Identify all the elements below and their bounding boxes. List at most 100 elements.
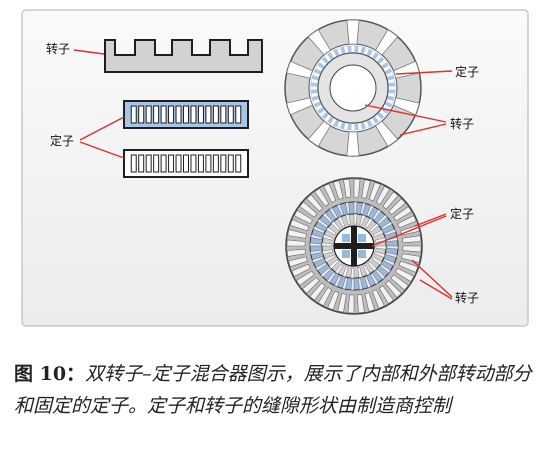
hub-window <box>342 234 350 242</box>
rotor-slot <box>307 29 331 56</box>
stator-slot <box>183 154 189 173</box>
stator-ring-slot <box>369 118 376 126</box>
stator-ring-slot <box>351 123 355 130</box>
rotor-slot <box>392 97 420 116</box>
stator-ring-slot <box>357 46 362 53</box>
stator-ring-slot <box>379 110 387 117</box>
rotor-tooth <box>378 285 394 304</box>
stator-leader-left-top <box>79 116 125 141</box>
stator-slot <box>350 278 355 291</box>
stator-ring-slot <box>311 92 318 97</box>
rotor-tooth <box>347 294 355 314</box>
rotor-tooth <box>343 178 352 198</box>
stator-leader-right-bottom-b <box>371 215 447 247</box>
rotor-tooth <box>364 292 376 312</box>
rotor-tooth <box>288 256 308 268</box>
stator-slot <box>364 276 372 289</box>
stator-slot <box>371 209 382 221</box>
rotor-slot <box>346 19 360 45</box>
rotor-tooth <box>393 206 412 222</box>
inner-rotor-tooth <box>357 266 363 278</box>
inner-rotor-tooth <box>325 226 337 236</box>
inner-rotor-tooth <box>374 251 386 258</box>
rotor-tooth <box>375 185 391 205</box>
stator-ring-slot <box>363 121 369 129</box>
rotor-tooth <box>306 194 324 212</box>
stator-slot <box>168 105 175 124</box>
rotor-tooth <box>287 229 307 239</box>
rotor-leader-right-top-b <box>399 123 447 136</box>
stator-ring-slot <box>337 121 343 129</box>
rotor-slot <box>346 131 360 157</box>
rotor-leader-right-bottom-a <box>411 259 453 298</box>
stator-ring-slot <box>330 118 337 126</box>
stator-slot <box>175 154 182 173</box>
stator-slot <box>138 154 145 173</box>
inner-rotor-tooth <box>334 263 344 275</box>
rotor-tooth <box>390 274 409 291</box>
inner-rotor-tooth <box>374 237 386 243</box>
stator-slot <box>310 234 323 240</box>
rotor-tooth <box>353 178 361 198</box>
stator-ring-slot <box>330 50 337 58</box>
stator-ring-slot <box>375 54 382 62</box>
stator-slot <box>311 256 324 264</box>
rotor-tooth <box>299 201 318 218</box>
stator-slot <box>212 154 219 173</box>
stator-slot <box>175 105 182 124</box>
stator-ring-slot <box>383 104 391 111</box>
stator-ring-slot <box>357 123 362 130</box>
rotor-slot <box>286 60 314 79</box>
rotor-tooth <box>291 263 311 277</box>
stator-slot <box>227 154 234 173</box>
stator-slot <box>329 207 338 219</box>
stator-slot <box>370 273 379 285</box>
stator-slot <box>160 154 167 173</box>
inner-rotor-tooth <box>364 217 374 229</box>
rotor-tooth <box>382 191 399 210</box>
rotor-tooth <box>395 267 415 283</box>
stator-slot <box>353 201 358 214</box>
stator-ring-slot <box>324 114 331 122</box>
stator-ring-slot <box>337 47 343 55</box>
stator-slot <box>317 218 329 229</box>
stator-slot <box>145 105 152 124</box>
stator-leader-left-bottom <box>79 141 125 159</box>
rotor-tooth <box>401 253 421 263</box>
hub-window <box>342 250 350 258</box>
stator-ring-slot <box>312 72 320 78</box>
inner-rotor-tooth <box>367 261 377 272</box>
stator-slot <box>375 268 386 280</box>
stator-slot <box>220 105 227 124</box>
stator-ring-slot <box>369 50 376 58</box>
stator-slot <box>315 262 327 271</box>
stator-ring-slot <box>351 46 355 53</box>
rotor-tooth <box>388 198 406 216</box>
rotor-tooth <box>317 287 333 307</box>
inner-rotor-tooth <box>353 213 358 225</box>
rotor-tooth <box>332 180 344 200</box>
rotor-tooth <box>289 219 310 232</box>
rotor-tooth <box>309 282 326 301</box>
stator-slot <box>227 105 234 124</box>
stator-slot <box>379 263 391 274</box>
stator-slot <box>130 105 137 124</box>
hub-window <box>358 250 366 258</box>
stator-slot <box>360 202 366 215</box>
stator-slot <box>381 221 393 230</box>
rotor-tooth <box>337 293 347 313</box>
diagram-panel <box>21 9 529 327</box>
rotor-label-right-bottom: 转子 <box>455 290 479 305</box>
stator-slot <box>183 105 189 124</box>
stator-slot <box>309 242 322 247</box>
stator-slot <box>334 275 342 287</box>
inner-rotor-tooth <box>322 249 334 255</box>
rotor-tooth <box>323 183 337 203</box>
stator-slot <box>345 202 351 214</box>
rotor-tooth <box>356 294 365 314</box>
radial-mixer-bottom <box>285 177 423 315</box>
stator-slot <box>384 228 397 236</box>
stator-ring-slot <box>319 110 327 117</box>
stator-slot <box>386 245 399 250</box>
stator-slot <box>383 258 395 266</box>
